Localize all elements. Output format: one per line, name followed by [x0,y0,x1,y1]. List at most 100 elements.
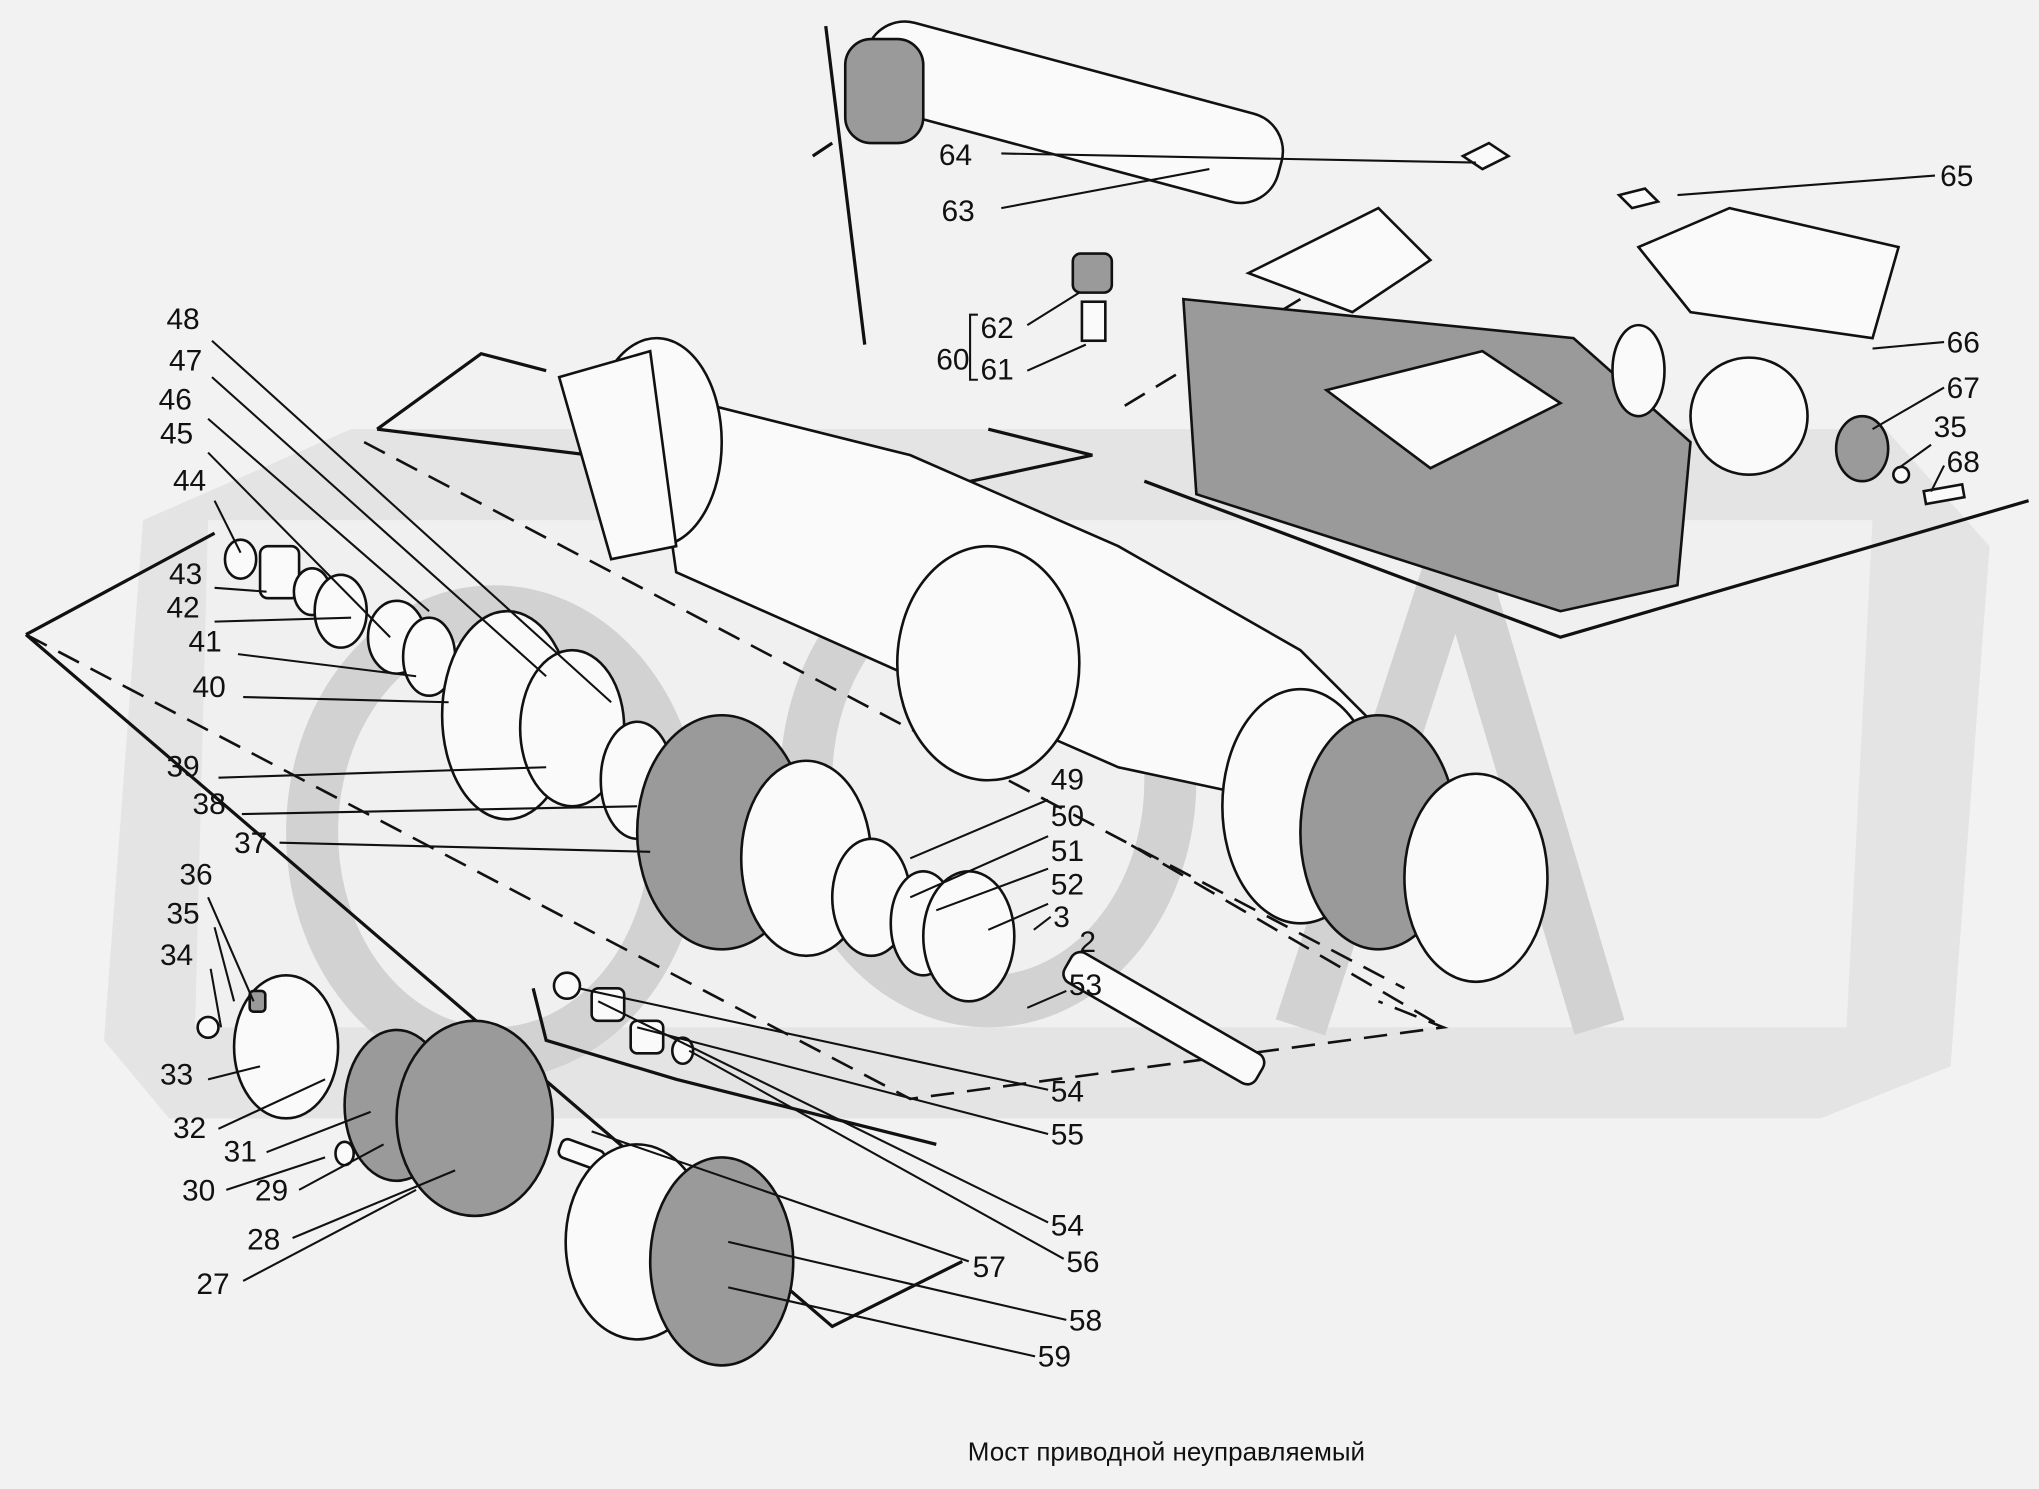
callout-number: 35 [1934,411,1967,444]
leader-line [909,835,1049,899]
callout-38: 38 [192,788,638,821]
callout-number: 27 [196,1268,229,1301]
callout-number: 39 [166,750,199,783]
callout-number: 36 [179,858,212,891]
leader-line [591,1130,970,1263]
leader-line [225,1156,326,1191]
callout-number: 2 [1079,926,1096,959]
callout-number: 49 [1051,763,1084,796]
callout-number: 56 [1066,1246,1099,1279]
leader-line [1026,989,1067,1009]
callout-35: 35 [166,897,236,1002]
callout-number: 40 [192,671,225,704]
callout-number: 68 [1947,446,1980,479]
group-bracket [969,313,978,381]
callout-3: 3 [1033,901,1070,934]
callout-number: 50 [1051,800,1084,833]
callout-53: 53 [1026,969,1102,1009]
callout-34: 34 [160,939,223,1028]
callout-number: 48 [166,303,199,336]
callout-number: 64 [939,139,972,172]
leader-line [266,1110,371,1154]
callout-number: 38 [192,788,225,821]
leader-line [987,902,1049,931]
callout-35: 35 [1897,411,1967,470]
callout-29: 29 [255,1143,385,1207]
leader-line [1001,168,1210,210]
callout-66: 66 [1872,326,1980,359]
callout-number: 41 [189,626,222,659]
leader-line [207,451,391,638]
leader-line [207,896,255,1002]
leader-line [1872,340,1945,350]
callout-44: 44 [173,464,242,554]
leader-line [211,376,547,678]
callout-55: 55 [636,1026,1084,1151]
callout-40: 40 [192,671,449,704]
diagram-caption: Мост приводной неуправляемый [968,1436,1365,1466]
callout-number: 47 [169,345,202,378]
callout-30: 30 [182,1156,326,1207]
leader-line [1872,386,1945,431]
leader-line [207,417,430,612]
leader-line [727,1286,1036,1358]
leader-line [1897,443,1932,470]
leader-line [218,766,547,779]
leader-line [292,1169,456,1239]
callout-number: 59 [1038,1341,1071,1374]
callout-number: 67 [1947,372,1980,405]
leader-line [1930,465,1946,493]
callout-number: 58 [1069,1304,1102,1337]
callout-46: 46 [159,384,430,612]
callout-51: 51 [935,835,1084,912]
leader-line [727,1240,1067,1321]
axle-housing [557,336,1381,808]
callout-number: 29 [255,1174,288,1207]
callout-number: 61 [980,354,1013,387]
callout-number: 51 [1051,835,1084,868]
callout-36: 36 [179,858,255,1002]
callout-43: 43 [169,558,267,593]
callout-68: 68 [1930,446,1980,493]
callout-50: 50 [909,800,1084,899]
leader-line [209,968,223,1028]
callout-62: 62 [980,291,1080,345]
leader-line [1026,291,1080,327]
leader-line [243,695,449,704]
callout-number: 62 [980,312,1013,345]
callout-number: 54 [1051,1075,1084,1108]
callout-number: 54 [1051,1209,1084,1242]
callout-47: 47 [169,345,547,678]
callout-39: 39 [166,750,547,783]
leader-line [1033,915,1052,931]
leader-line [218,1078,326,1130]
leader-line [597,1000,1049,1224]
callout-number: 30 [182,1174,215,1207]
callout-32: 32 [173,1078,326,1145]
callout-number: 33 [160,1059,193,1092]
callout-number: 31 [224,1135,257,1168]
callout-number: 35 [166,897,199,930]
leader-line [578,987,1049,1091]
leader-line [909,798,1049,860]
callout-number: 43 [169,558,202,591]
callout-57: 57 [591,1130,1006,1284]
leader-line [1677,174,1936,197]
callout-56: 56 [688,1049,1100,1279]
callout-number: 66 [1947,326,1980,359]
callout-number: 42 [166,592,199,625]
callout-67: 67 [1872,372,1980,431]
callout-number: 63 [941,195,974,228]
leader-line [213,926,236,1002]
callout-number: 46 [159,384,192,417]
callout-60: 60 [936,343,969,376]
callout-number: 60 [936,343,969,376]
callout-number: 37 [234,827,267,860]
callout-61: 61 [980,343,1087,387]
callout-number: 53 [1069,969,1102,1002]
callout-number: 34 [160,939,193,972]
leader-line [214,616,352,623]
leader-line [237,653,417,678]
callout-number: 57 [973,1251,1006,1284]
